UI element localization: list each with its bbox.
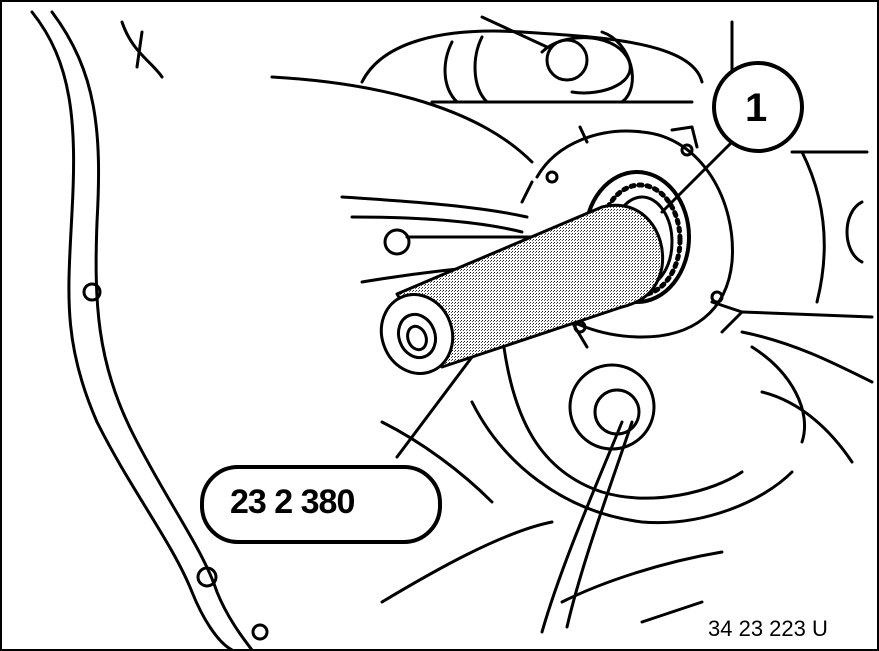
installation-drift [379, 203, 665, 375]
bolt-hole [196, 566, 218, 588]
tool-number-label: 23 2 380 [230, 483, 355, 521]
figure-code: 34 23 223 U [708, 616, 828, 641]
housing-flange-inner [50, 10, 254, 649]
tool-number-frame [200, 465, 442, 544]
bolt-hole [82, 282, 102, 302]
housing-flange-outer [30, 10, 234, 649]
leader-line-seal [660, 135, 739, 214]
callout-number: 1 [745, 86, 767, 130]
callout-circle [712, 61, 804, 153]
leader-line-tool [395, 355, 474, 459]
seal-carrier [535, 129, 734, 339]
bolt-hole [251, 623, 269, 641]
